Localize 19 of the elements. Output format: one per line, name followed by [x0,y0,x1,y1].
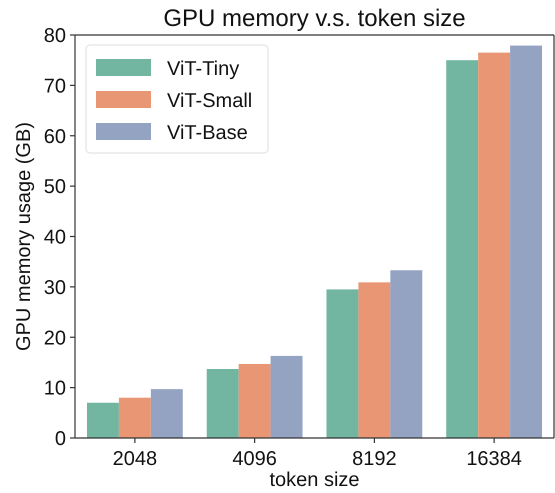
tick-label: 30 [44,276,66,299]
legend-label: ViT-Base [167,122,248,144]
tick-label: 80 [44,25,66,47]
tick-label: 10 [44,378,66,400]
tick-label: 2048 [112,448,158,470]
axis-title: token size [269,469,360,491]
tick-label: 40 [44,226,66,248]
tick-label: 16384 [466,448,522,470]
tick-label: 20 [44,327,66,350]
tick-label: 4096 [232,448,277,470]
tick-label: 0 [54,428,66,450]
tick-label: 8192 [352,448,397,470]
tick-label: 50 [44,176,66,198]
axis-title: GPU memory usage (GB) [13,122,35,351]
legend-label: ViT-Tiny [167,58,240,80]
tick-label: 60 [44,126,66,148]
legend-label: ViT-Small [167,90,252,112]
chart-title: GPU memory v.s. token size [163,5,466,32]
tick-label: 70 [44,75,66,98]
